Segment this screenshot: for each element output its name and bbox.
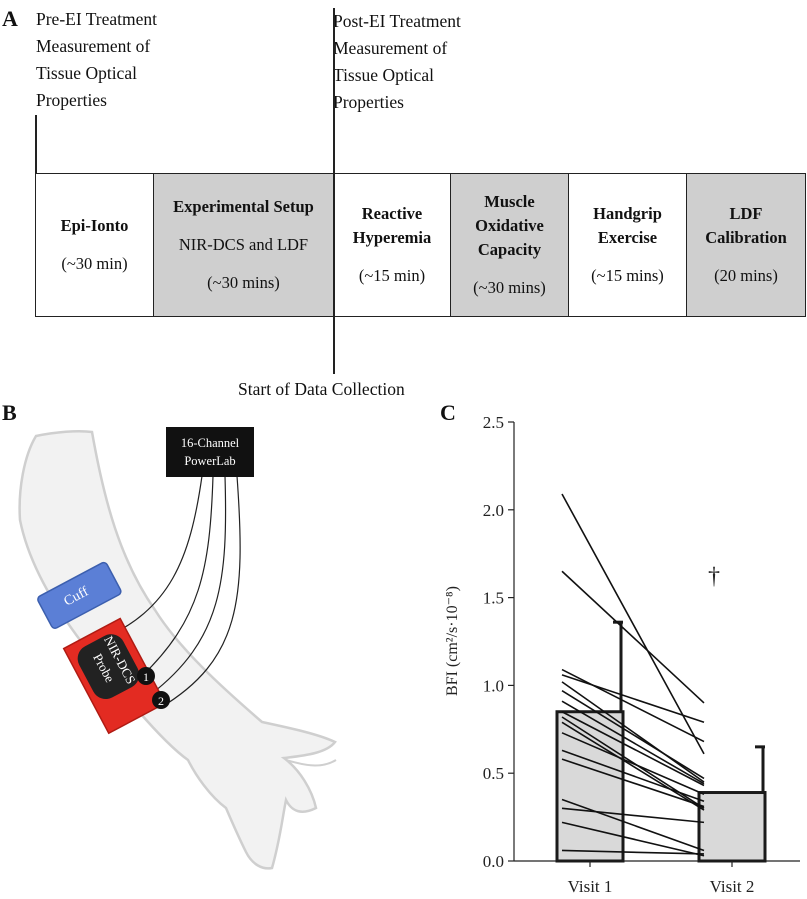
step-duration: (~30 min) <box>61 254 128 273</box>
pre-ei-note-line: Measurement of <box>36 36 151 56</box>
step-epi-ionto: Epi-Ionto (~30 min) <box>36 174 154 316</box>
pre-ei-note-line: Tissue Optical <box>36 63 137 83</box>
post-ei-note-line: Post-EI Treatment <box>333 11 461 31</box>
panel-label-b: B <box>2 400 17 425</box>
pre-ei-marker-line <box>35 115 37 173</box>
panel-label-a: A <box>2 6 18 31</box>
step-duration: (~15 mins) <box>591 266 664 285</box>
powerlab-box <box>166 427 254 477</box>
paired-line <box>561 493 705 755</box>
x-tick-label: Visit 1 <box>568 877 613 896</box>
x-tick-label: Visit 2 <box>710 877 755 896</box>
y-tick-label: 1.5 <box>483 589 504 608</box>
paired-line <box>561 674 705 724</box>
paired-line <box>561 570 705 704</box>
step-title: Calibration <box>705 228 787 247</box>
paired-line <box>561 681 705 783</box>
site-1-label: 1 <box>143 670 149 684</box>
step-title: LDF <box>729 204 763 223</box>
y-tick-label: 1.0 <box>483 676 504 695</box>
paired-line <box>561 821 705 857</box>
y-tick-label: 0.0 <box>483 852 504 871</box>
powerlab-label-line2: PowerLab <box>184 454 235 468</box>
paired-line <box>561 758 705 808</box>
nir-dcs-probe <box>62 617 167 735</box>
probe-wires <box>99 475 241 709</box>
paired-line <box>561 721 705 811</box>
paired-line <box>561 807 705 824</box>
cuff <box>37 561 122 629</box>
y-tick-label: 2.5 <box>483 413 504 432</box>
step-title: Muscle <box>484 192 535 211</box>
post-ei-note-line: Measurement of <box>333 38 448 58</box>
site-2-marker <box>152 691 170 709</box>
paired-line <box>561 711 705 787</box>
step-title: Oxidative <box>475 216 544 235</box>
step-title: Experimental Setup <box>173 197 314 216</box>
arm-diagram: 16-Channel PowerLab Cuff NIR-DCS Probe 1… <box>18 427 337 870</box>
step-duration: NIR-DCS and LDF <box>178 235 309 254</box>
powerlab-label-line1: 16-Channel <box>181 436 240 450</box>
significance-marker: † <box>708 564 720 590</box>
paired-line <box>561 749 705 803</box>
y-axis-label: BFI (cm²/s·10⁻⁸) <box>444 586 461 696</box>
step-duration: (20 mins) <box>714 266 778 285</box>
paired-line <box>561 700 705 785</box>
step-title: Capacity <box>477 240 542 259</box>
post-ei-note-line: Tissue Optical <box>333 65 434 85</box>
step-duration: (~15 min) <box>358 266 426 285</box>
paired-line <box>561 849 705 855</box>
step-title: Epi-Ionto <box>60 216 129 235</box>
pre-ei-note-line: Pre-EI Treatment <box>36 9 158 29</box>
step-title: Hyperemia <box>352 228 432 247</box>
step-duration: (~30 mins) <box>473 278 546 297</box>
post-ei-note-line: Properties <box>333 92 404 112</box>
start-data-collection-label: Start of Data Collection <box>238 379 405 399</box>
site-2-label: 2 <box>158 694 164 708</box>
paired-line <box>561 732 705 796</box>
paired-line <box>561 798 705 852</box>
thumb-outline <box>285 759 337 767</box>
y-tick-label: 0.5 <box>483 764 504 783</box>
step-title: Exercise <box>597 228 658 247</box>
step-duration: (~30 mins) <box>207 273 280 292</box>
paired-line <box>561 668 705 743</box>
bar-1 <box>555 710 625 863</box>
y-tick-label: 2.0 <box>483 501 504 520</box>
step-title: Reactive <box>361 204 423 223</box>
paired-line <box>561 689 705 780</box>
pre-ei-note-line: Properties <box>36 90 107 110</box>
step-ldf-calibration: LDF Calibration (20 mins) <box>687 174 805 316</box>
step-title: Handgrip <box>593 204 662 223</box>
site-1-marker <box>137 667 155 685</box>
panel-label-c: C <box>440 400 456 425</box>
bar-2 <box>697 791 767 863</box>
